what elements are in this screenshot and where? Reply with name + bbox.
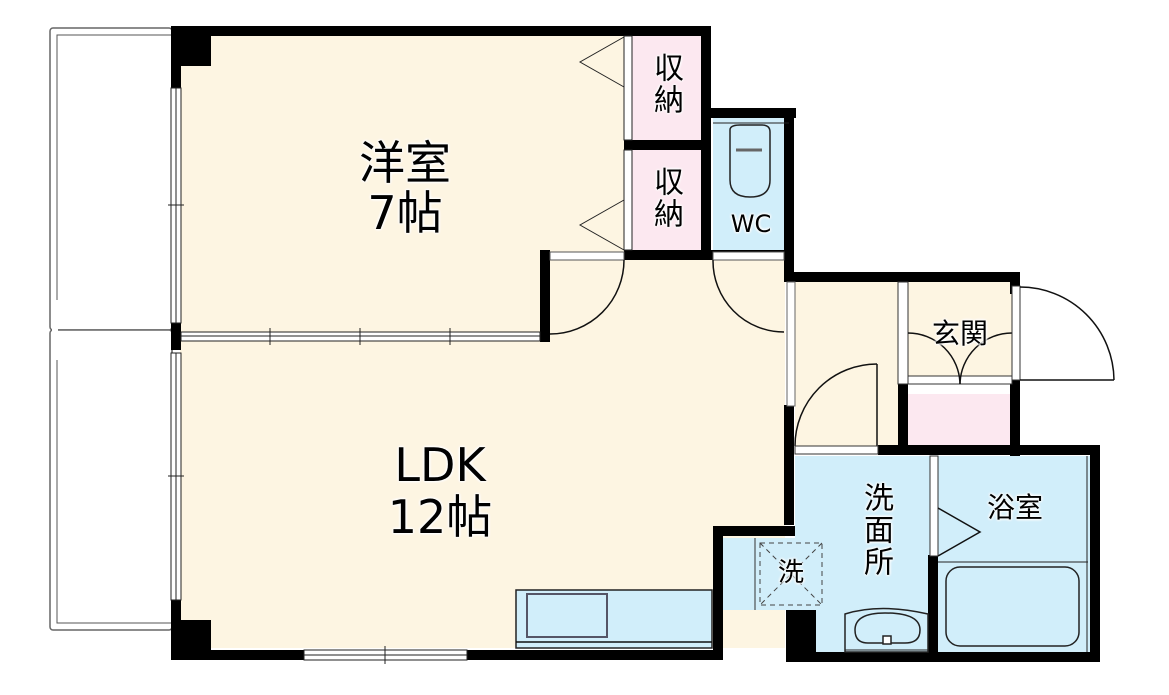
kitchen-sink [526, 593, 608, 638]
storage-doors [578, 35, 633, 251]
storage-lower-floor [632, 150, 704, 252]
walls [171, 26, 1100, 662]
toilet-fixture [713, 122, 789, 198]
wash-basin [844, 607, 929, 653]
room-label-bathroom: 浴室 [986, 491, 1043, 524]
balcony [49, 27, 173, 631]
room-label-washroom: 洗面所 [858, 482, 893, 578]
washer-pan [754, 538, 823, 610]
floor-areas [180, 36, 1091, 656]
sliding-partition [180, 328, 541, 345]
windows [168, 87, 468, 664]
washer-floor [723, 538, 818, 610]
entrance-floor [908, 282, 1012, 384]
bathtub [938, 456, 1088, 652]
shoe-storage [908, 394, 1012, 446]
room-size: 12帖 [387, 490, 493, 544]
storage-upper-floor [632, 36, 704, 140]
room-label-entrance: 玄関 [931, 317, 988, 350]
hall-floor [545, 258, 785, 348]
room-size: 7帖 [367, 186, 443, 240]
room-name: LDK [394, 438, 486, 492]
room-label-washer: 洗 [777, 558, 804, 588]
room-label-ldk: LDK 12帖 [360, 442, 520, 540]
room-label-toilet: WC [730, 210, 772, 238]
room-label-storage-lower: 収納 [648, 166, 683, 230]
corridor-floor [795, 282, 905, 450]
room-name: 洋室 [359, 136, 451, 190]
room-label-western-room: 洋室 7帖 [330, 140, 480, 236]
door-swings [549, 251, 1115, 557]
room-label-storage-upper: 収納 [648, 52, 683, 116]
